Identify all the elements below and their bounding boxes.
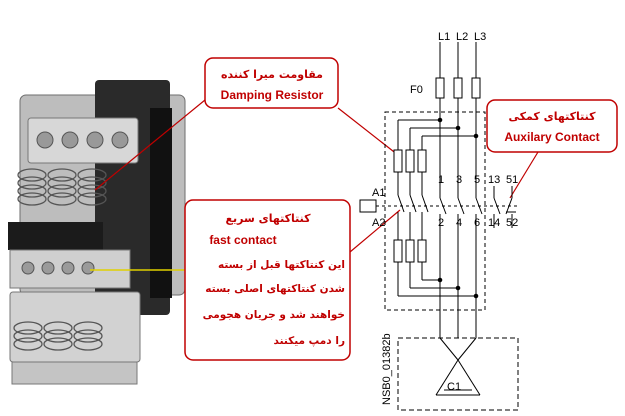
auxiliary-contacts: [493, 197, 516, 215]
phase-label-l3: L3: [474, 31, 486, 43]
contactor-outline: [384, 111, 486, 311]
pointer-fast-schematic: [349, 209, 401, 253]
coil-label-a1: A1: [372, 187, 385, 199]
fuse-l3: [471, 77, 481, 99]
callout-auxiliary-box: [486, 99, 618, 153]
capacitor-delta: [435, 337, 481, 396]
contactor-photo: [8, 80, 186, 385]
callout-fast-line-3: خواهند شد و جریان هجومی: [203, 309, 345, 321]
callout-fast: کنتاکتهای سریع fast contact این کنتاکتها…: [184, 199, 351, 361]
pointer-damping-schematic: [337, 107, 399, 156]
schematic-code: NSB0_01382b: [381, 333, 393, 405]
damping-resistor-coils-bottom: [13, 321, 103, 351]
fast-contacts: [397, 194, 429, 213]
main-contacts: [439, 197, 483, 215]
terminal-top-13: 13: [488, 174, 500, 186]
contactor-coil: [359, 199, 377, 213]
damping-resistor-2: [405, 149, 415, 173]
fuse-l2: [453, 77, 463, 99]
terminal-top-51: 51: [506, 174, 518, 186]
terminal-bottom-14: 14: [488, 217, 500, 229]
terminal-top-5: 5: [474, 174, 480, 186]
callout-fast-line-1: این کنتاکتها قبل از بسته: [218, 259, 345, 271]
phase-label-l2: L2: [456, 31, 468, 43]
callout-fast-box: [184, 199, 351, 361]
callout-auxiliary-en: Auxilary Contact: [504, 130, 599, 144]
fuse-l1: [435, 77, 445, 99]
callout-damping-en: Damping Resistor: [221, 88, 324, 102]
terminal-bottom-4: 4: [456, 217, 462, 229]
lower-resistor-2: [405, 239, 415, 263]
fuse-label: F0: [410, 84, 423, 96]
callout-fast-title: کنتاکتهای سریع: [225, 212, 311, 225]
pointer-auxiliary: [509, 151, 539, 199]
callout-pointers: [90, 99, 539, 271]
capacitor-label: C1: [447, 381, 461, 393]
callout-auxiliary-fa: کنتاکتهای کمکی: [509, 110, 597, 123]
damping-resistor-1: [393, 149, 403, 173]
callout-damping-box: [204, 57, 339, 109]
callout-damping: مقاومت میرا کننده Damping Resistor: [204, 57, 339, 109]
capacitor-bank-outline: [397, 337, 519, 411]
fast-contact-module: [8, 222, 103, 250]
callout-auxiliary: کنتاکتهای کمکی Auxilary Contact: [486, 99, 618, 153]
damping-resistor-coils-top: [17, 168, 107, 206]
lower-resistor-3: [417, 239, 427, 263]
terminal-bottom-52: 52: [506, 217, 518, 229]
callout-fast-en: fast contact: [209, 233, 276, 247]
schematic: L1 L2 L3 F0 1 3 5 13 5: [359, 31, 519, 411]
lower-resistor-1: [393, 239, 403, 263]
pointer-damping-photo: [94, 99, 206, 191]
callout-fast-line-4: را دمپ میکنند: [274, 335, 346, 347]
terminal-top-3: 3: [456, 174, 462, 186]
coil-label-a2: A2: [372, 217, 385, 229]
terminal-bottom-2: 2: [438, 217, 444, 229]
damping-resistor-3: [417, 149, 427, 173]
terminal-bottom-6: 6: [474, 217, 480, 229]
callout-damping-fa: مقاومت میرا کننده: [221, 68, 323, 81]
phase-label-l1: L1: [438, 31, 450, 43]
callout-fast-line-2: شدن کنتاکتهای اصلی بسته: [205, 283, 345, 295]
terminal-top-1: 1: [438, 174, 444, 186]
